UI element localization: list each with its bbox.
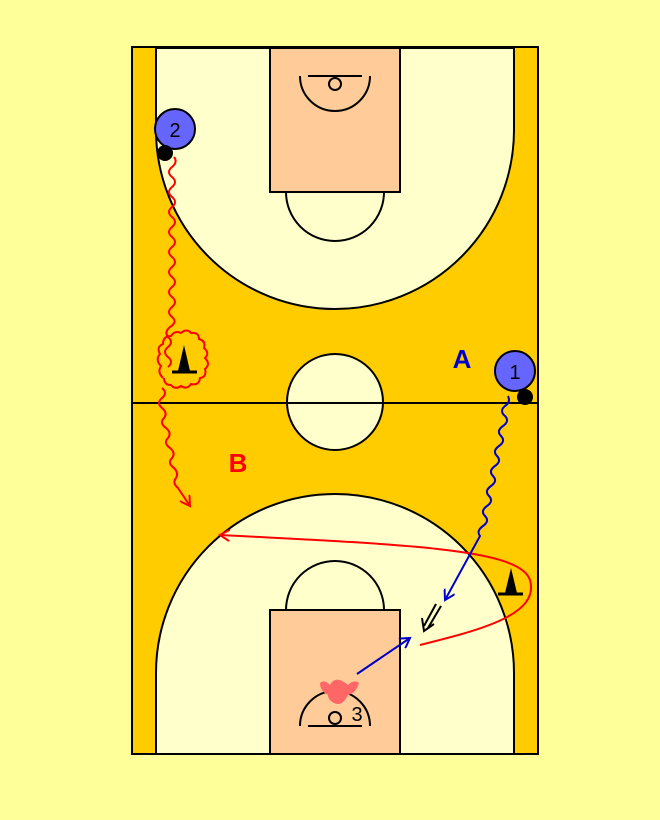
- player-1[interactable]: 1: [494, 350, 536, 392]
- ball-icon: [517, 389, 533, 405]
- player-3-coach[interactable]: 3: [320, 679, 363, 726]
- top-key: [269, 47, 401, 193]
- player-2[interactable]: 2: [154, 108, 196, 150]
- top-hoop: [328, 77, 342, 91]
- player-1-label: 1: [509, 362, 520, 384]
- bottom-hoop: [328, 711, 342, 725]
- red-dribble-path-lower: [158, 387, 190, 506]
- red-dribble-loop: [156, 329, 209, 389]
- blue-dribble-path: [445, 395, 510, 600]
- top-free-throw-circle: [285, 191, 385, 242]
- group-label-b: B: [229, 448, 248, 478]
- cone-icon: [505, 568, 517, 593]
- bottom-free-throw-circle: [285, 560, 385, 611]
- cone-icon: [178, 345, 190, 371]
- player-3-label: 3: [351, 704, 362, 726]
- red-run-path: [220, 535, 533, 646]
- group-label-a: A: [453, 344, 472, 374]
- top-restricted-arc: [299, 75, 371, 112]
- red-dribble-path: [164, 156, 177, 368]
- black-cut-arrow: [421, 603, 442, 633]
- player-2-label: 2: [169, 120, 180, 142]
- blue-pass-arrow: [356, 638, 410, 675]
- ball-icon: [157, 145, 173, 161]
